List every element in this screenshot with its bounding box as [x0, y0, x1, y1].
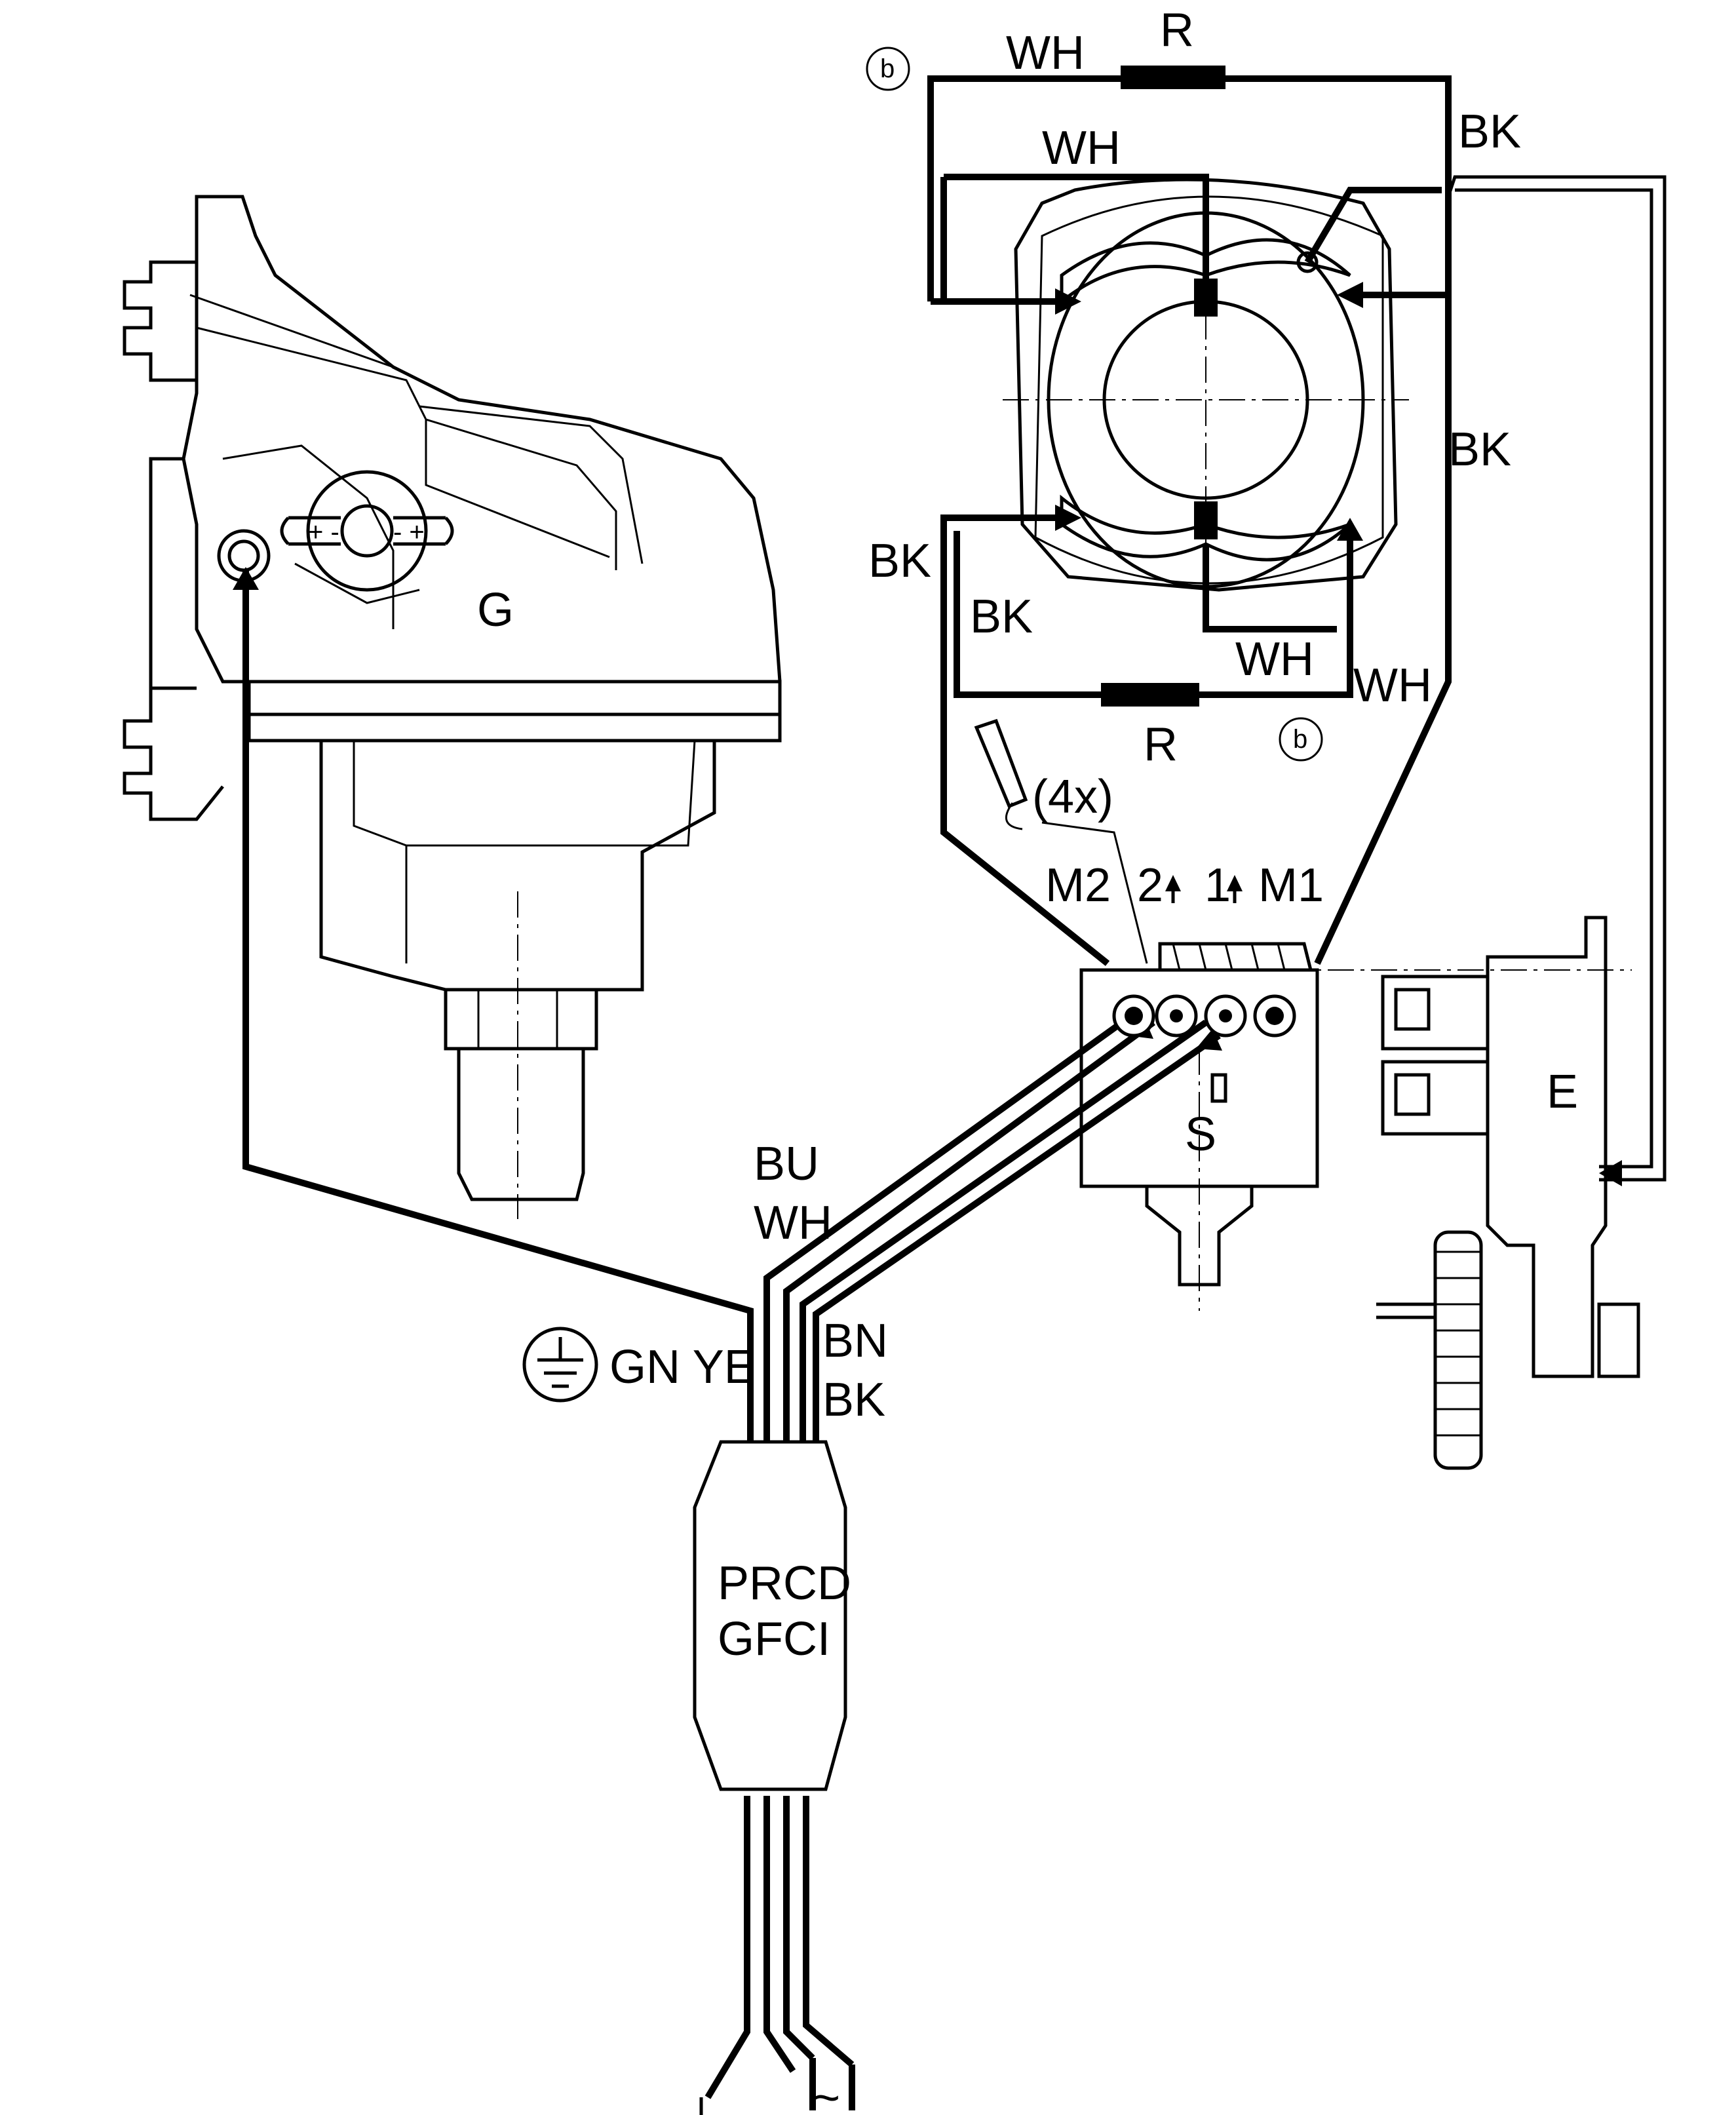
label-gfci: GFCI — [718, 1613, 830, 1665]
label-m2: M2 — [1045, 859, 1111, 912]
label-terminal-1: 1 — [1205, 859, 1231, 912]
label-m1: M1 — [1258, 859, 1324, 912]
label-bu: BU — [754, 1138, 819, 1190]
label-wh-lower-right: WH — [1353, 659, 1432, 712]
gear-housing-drawing: + - - + — [123, 195, 782, 1219]
svg-text:- +: - + — [393, 518, 425, 547]
label-bk-left: BK — [868, 535, 931, 587]
label-g: G — [477, 584, 514, 636]
label-wh-top: WH — [1006, 27, 1085, 79]
switch-s-drawing — [1079, 942, 1319, 1311]
svg-text:+ -: + - — [308, 518, 339, 547]
label-ac-symbol: ~ — [813, 2072, 840, 2115]
marker-b-top: b — [866, 47, 910, 91]
label-r-top: R — [1160, 4, 1194, 56]
label-terminal-2: 2 — [1137, 859, 1163, 912]
marker-b-top-label: b — [880, 54, 895, 83]
label-bk-right-mid: BK — [1448, 423, 1511, 476]
marker-b-bottom-label: b — [1293, 725, 1307, 754]
arrow-up-icon — [1227, 875, 1243, 891]
labels: WH R BK WH BK BK BK WH WH R (4x) M2 2 1 … — [477, 4, 1578, 2115]
label-s: S — [1185, 1108, 1216, 1161]
label-e: E — [1547, 1066, 1578, 1118]
arrow-heads — [233, 282, 1622, 1186]
label-count-4x: (4x) — [1032, 771, 1113, 823]
screwdriver-hint — [974, 718, 1148, 964]
label-r-bottom: R — [1144, 718, 1178, 771]
electronics-e-drawing — [1284, 916, 1640, 1470]
label-bk-inner: BK — [970, 591, 1033, 643]
label-gn-ye: GN YE — [609, 1341, 756, 1393]
label-bn: BN — [822, 1315, 888, 1367]
wiring-lines — [242, 66, 1667, 2110]
prcd-gfci-box — [693, 1440, 847, 1791]
ground-icon — [522, 1327, 703, 2115]
arrow-up-icon — [1055, 288, 1081, 315]
arrow-up-icon — [1165, 875, 1181, 891]
marker-b-bottom: b — [1279, 717, 1323, 762]
label-wh-cable: WH — [754, 1197, 832, 1249]
label-prcd: PRCD — [718, 1557, 851, 1610]
label-bk-top-right: BK — [1458, 106, 1521, 158]
label-wh-upper: WH — [1042, 122, 1121, 174]
label-wh-lower-inner: WH — [1235, 633, 1314, 686]
label-bk-cable: BK — [822, 1374, 885, 1426]
